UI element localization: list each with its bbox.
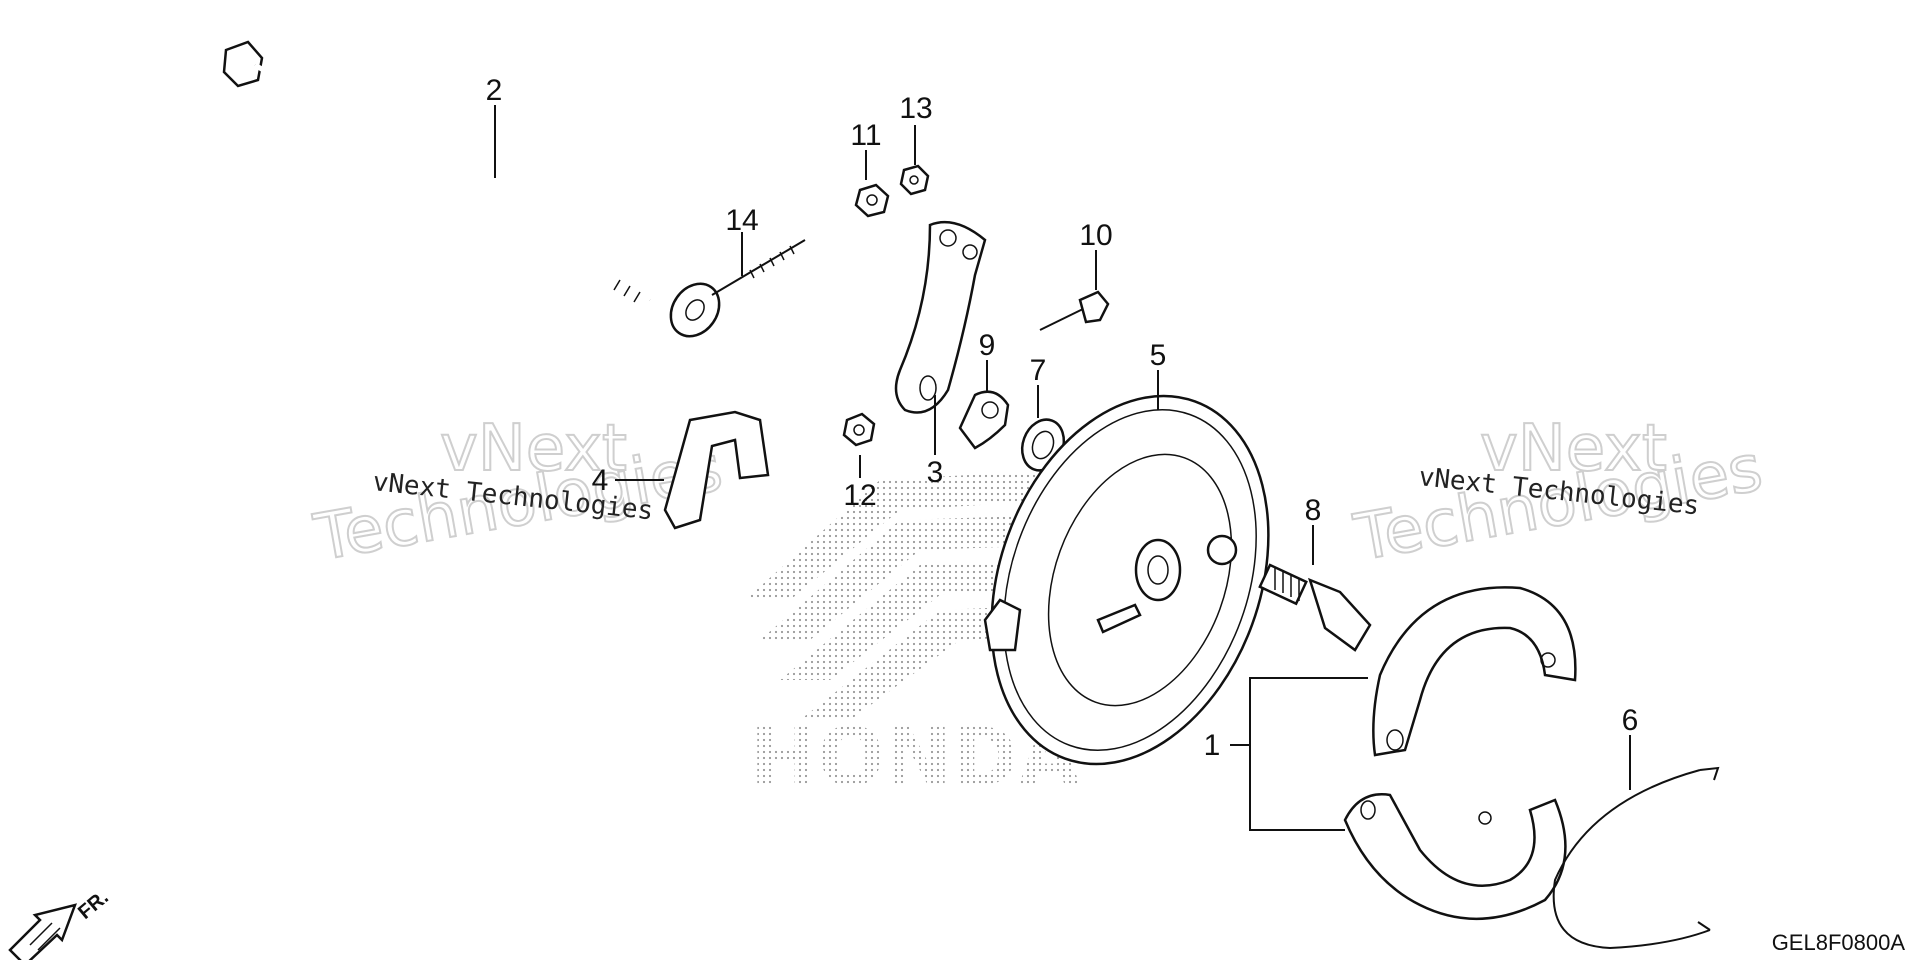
part-stopper-bracket [663, 410, 770, 530]
leader-lines [494, 105, 1631, 831]
callout-7: 7 [1030, 354, 1047, 387]
callouts: 2 14 11 13 10 9 7 5 3 12 4 8 6 1 [486, 74, 1639, 762]
part-brake-shoes [1343, 586, 1577, 920]
part-bolt [1039, 290, 1110, 331]
part-brake-cam [1258, 563, 1372, 652]
part-nut-11 [854, 183, 890, 218]
callout-9: 9 [979, 329, 996, 362]
watermark-big-top-left: vNext [440, 412, 627, 486]
callout-11: 11 [850, 119, 881, 152]
part-axle [222, 40, 652, 303]
callout-8: 8 [1305, 494, 1322, 527]
part-brake-panel [983, 394, 1270, 766]
part-wire-spring [1552, 766, 1720, 950]
watermark-left: vNext Technologies vNext Technologies [308, 411, 729, 577]
watermark-big-top-right: vNext [1480, 412, 1667, 486]
figure-code: GEL8F0800A [1772, 930, 1906, 955]
callout-13: 13 [899, 92, 932, 125]
callout-2: 2 [486, 74, 503, 107]
callout-5: 5 [1150, 339, 1167, 372]
callout-14: 14 [725, 204, 758, 237]
callout-10: 10 [1079, 219, 1112, 252]
watermark-right: vNext Technologies vNext Technologies [1348, 411, 1769, 577]
part-brake-arm [894, 220, 987, 414]
front-label: FR. [74, 886, 113, 924]
part-nut-13 [899, 164, 930, 196]
callout-3: 3 [927, 456, 944, 489]
callout-6: 6 [1622, 704, 1639, 737]
front-direction-indicator: FR. [8, 886, 113, 960]
callout-12: 12 [843, 479, 876, 512]
part-nut-12 [842, 412, 876, 447]
callout-4: 4 [592, 464, 609, 497]
part-indicator-plate [958, 390, 1010, 450]
callout-1: 1 [1204, 729, 1221, 762]
part-adjuster-bolt [669, 239, 806, 338]
